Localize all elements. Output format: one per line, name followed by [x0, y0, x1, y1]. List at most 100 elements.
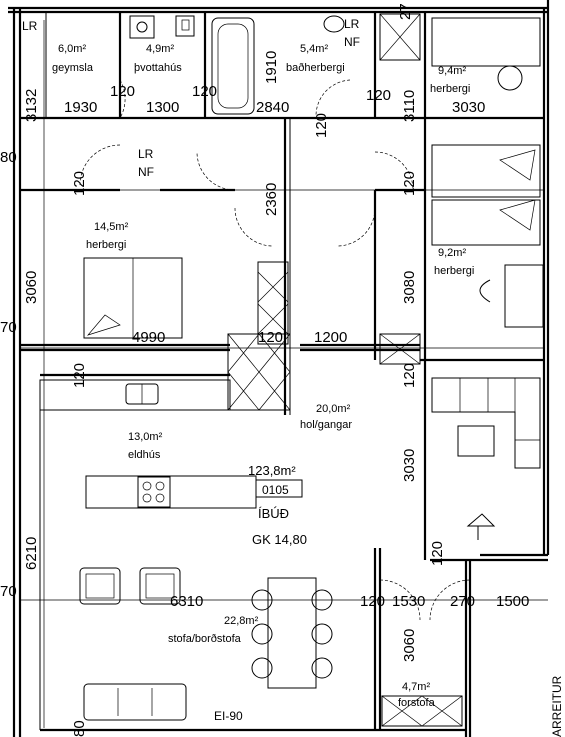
dim-120k: 120 [360, 593, 385, 610]
dim-3030: 3030 [452, 99, 485, 116]
door-swings [79, 79, 471, 621]
mark-ei: EI-90 [214, 709, 243, 723]
corner-sofa-cushions [459, 378, 540, 441]
dining-table [267, 577, 317, 689]
room-area-stofa: 22,8m² [224, 615, 259, 627]
tv-plant-icon [466, 513, 496, 540]
apartment-number: 0105 [262, 483, 289, 497]
sofa-cushions [117, 688, 153, 716]
dim-120a: 120 [110, 83, 135, 100]
room-area-thvottahus: 4,9m² [146, 43, 174, 55]
dim-270: 270 [450, 593, 475, 610]
dim-2360: 2360 [263, 183, 280, 216]
dim-120c: 120 [313, 113, 330, 138]
dim-80a: 80 [0, 149, 17, 166]
dim-80b: 80 [71, 720, 88, 737]
closet-east-cross [379, 333, 421, 365]
dining-chair-icon [311, 623, 333, 645]
desk-ne [431, 17, 541, 67]
door-swing [79, 144, 121, 186]
dim-3132: 3132 [23, 89, 40, 122]
dim-120e: 120 [71, 171, 88, 196]
door-swing [336, 207, 376, 247]
burner-icon [142, 481, 152, 491]
apartment-number-box [255, 479, 303, 498]
apartment-type: ÍBÚÐ [258, 506, 289, 521]
burner-icon [155, 493, 165, 503]
mark-bath-lr: LR [344, 17, 360, 31]
mark-lr-nf-line2: NF [138, 165, 154, 179]
bed-e-1 [431, 144, 541, 198]
dim-120j: 120 [429, 541, 446, 566]
fixtures [39, 13, 544, 727]
closet-central [257, 261, 289, 345]
kitchen-counter [39, 379, 231, 411]
apartment-info: 123,8m² 0105 ÍBÚÐ GK 14,80 [248, 463, 307, 547]
dining-chair-icon [251, 657, 273, 679]
washing-machine-detail [181, 19, 190, 31]
dim-27: 27 [397, 3, 414, 20]
room-name-geymsla: geymsla [52, 62, 94, 74]
dim-1930: 1930 [64, 99, 97, 116]
bed-e-1-pillow [499, 149, 536, 181]
room-name-stofa: stofa/borðstofa [168, 633, 242, 645]
dim-120d: 120 [366, 87, 391, 104]
dim-70a: 70 [0, 319, 17, 336]
room-name-hol: hol/gangar [300, 419, 352, 431]
dim-6310: 6310 [170, 593, 203, 610]
dim-70b: 70 [0, 583, 17, 600]
shaft-ne-cross [379, 13, 421, 61]
room-name-forstofa: forstofa [398, 697, 436, 709]
armchair-2 [139, 567, 181, 605]
room-labels: 6,0m² geymsla 4,9m² þvottahús 5,4m² baðh… [52, 43, 474, 709]
dining-chair-icon [251, 623, 273, 645]
door-swing [379, 579, 421, 621]
bed-e-2 [431, 199, 541, 246]
coffee-table [457, 425, 495, 457]
closet-central-frame [257, 261, 289, 345]
dim-3030b: 3030 [401, 449, 418, 482]
shaft-ne [379, 13, 421, 61]
dim-1300: 1300 [146, 99, 179, 116]
door-swing [119, 79, 126, 119]
room-name-herbergi-e: herbergi [434, 265, 474, 277]
toilet [323, 15, 345, 33]
room-area-herbergi-ne: 9,4m² [438, 65, 466, 77]
dim-1200: 1200 [314, 329, 347, 346]
apartment-gk: GK 14,80 [252, 532, 307, 547]
dimension-lines [20, 20, 548, 728]
dim-3060a: 3060 [23, 271, 40, 304]
closet-kitchen-cross [227, 333, 291, 411]
apartment-total-area: 123,8m² [248, 463, 296, 478]
mark-bath-nf: NF [344, 35, 360, 49]
corner-sofa [431, 377, 541, 469]
closet-forstofa-cross [381, 695, 463, 727]
door-swing [374, 151, 414, 191]
kitchen-island [85, 475, 257, 509]
room-area-herbergi-e: 9,2m² [438, 247, 466, 259]
room-area-eldhus: 13,0m² [128, 431, 163, 443]
laundry-sink [129, 15, 155, 39]
bathtub-inner [217, 23, 249, 109]
room-area-forstofa: 4,7m² [402, 681, 430, 693]
bed-w-pillow [86, 314, 121, 336]
dim-120i: 120 [401, 363, 418, 388]
burner-icon [142, 493, 152, 503]
mark-edge: ARREITUR [550, 675, 564, 737]
burner-icon [155, 481, 165, 491]
door-swing [315, 79, 351, 117]
mark-lr-nf-line1: LR [138, 147, 154, 161]
room-name-herbergi-w: herbergi [86, 239, 126, 251]
closet-east-frame [379, 333, 421, 365]
dim-1500: 1500 [496, 593, 529, 610]
dim-3080: 3080 [401, 271, 418, 304]
washing-machine [175, 15, 195, 37]
closet-forstofa [381, 695, 463, 727]
bed-e-2-pillow [499, 199, 536, 231]
chair-ne-icon [497, 65, 523, 91]
closet-east [379, 333, 421, 365]
dim-4990: 4990 [132, 329, 165, 346]
closet-kitchen [227, 333, 291, 411]
mark-lr: LR [22, 19, 38, 33]
